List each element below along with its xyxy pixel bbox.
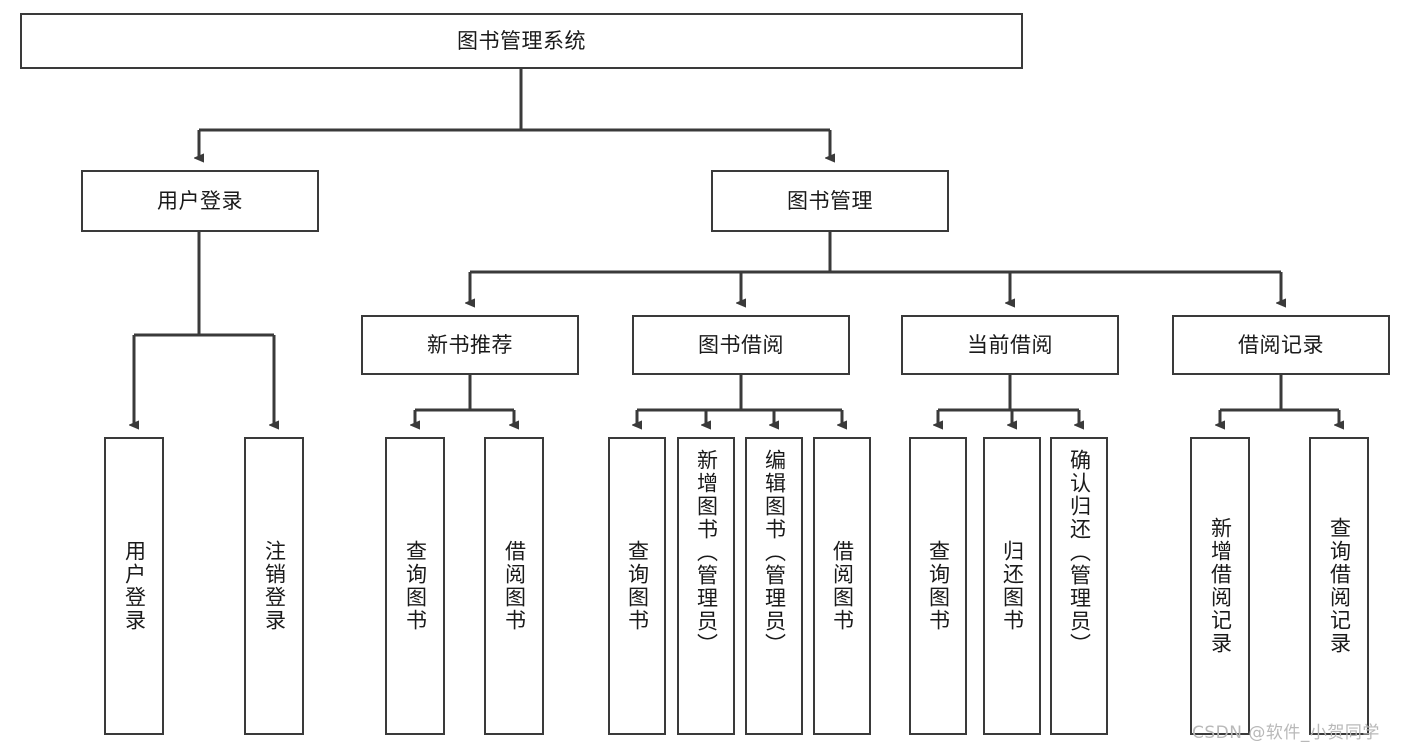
- node-user-login[interactable]: 用户登录: [81, 170, 319, 232]
- node-new-book-rec-label: 新书推荐: [427, 332, 513, 357]
- node-leaf-edit-book[interactable]: 编辑图书（管理员）: [745, 437, 803, 735]
- node-current-borrow-label: 当前借阅: [967, 332, 1053, 357]
- node-leaf-query-book-current[interactable]: 查询图书: [909, 437, 967, 735]
- node-leaf-user-logout[interactable]: 注销登录: [244, 437, 304, 735]
- node-leaf-return-book[interactable]: 归还图书: [983, 437, 1041, 735]
- node-leaf-borrow-book-rec-label: 借阅图书: [502, 540, 527, 632]
- node-leaf-user-login-label: 用户登录: [122, 540, 147, 632]
- node-leaf-query-book-borrow-label: 查询图书: [625, 540, 650, 632]
- node-leaf-query-book-borrow[interactable]: 查询图书: [608, 437, 666, 735]
- node-leaf-borrow-book-label: 借阅图书: [830, 540, 855, 632]
- node-leaf-return-book-label: 归还图书: [1000, 540, 1025, 632]
- node-current-borrow[interactable]: 当前借阅: [901, 315, 1119, 375]
- node-leaf-query-record-label: 查询借阅记录: [1327, 517, 1352, 655]
- node-root-label: 图书管理系统: [457, 28, 586, 53]
- node-leaf-add-record[interactable]: 新增借阅记录: [1190, 437, 1250, 735]
- node-leaf-user-login[interactable]: 用户登录: [104, 437, 164, 735]
- node-leaf-query-book-current-label: 查询图书: [926, 540, 951, 632]
- node-leaf-confirm-return-label: 确认归还（管理员）: [1067, 449, 1092, 656]
- node-book-borrow-label: 图书借阅: [698, 332, 784, 357]
- node-new-book-rec[interactable]: 新书推荐: [361, 315, 579, 375]
- node-leaf-query-record[interactable]: 查询借阅记录: [1309, 437, 1369, 735]
- node-leaf-edit-book-label: 编辑图书（管理员）: [762, 449, 787, 656]
- node-book-borrow[interactable]: 图书借阅: [632, 315, 850, 375]
- node-leaf-user-logout-label: 注销登录: [262, 540, 287, 632]
- node-user-login-label: 用户登录: [157, 188, 243, 213]
- node-leaf-borrow-book[interactable]: 借阅图书: [813, 437, 871, 735]
- node-leaf-add-book[interactable]: 新增图书（管理员）: [677, 437, 735, 735]
- node-leaf-add-book-label: 新增图书（管理员）: [694, 449, 719, 656]
- node-leaf-borrow-book-rec[interactable]: 借阅图书: [484, 437, 544, 735]
- node-leaf-confirm-return[interactable]: 确认归还（管理员）: [1050, 437, 1108, 735]
- node-borrow-record-label: 借阅记录: [1238, 332, 1324, 357]
- node-root[interactable]: 图书管理系统: [20, 13, 1023, 69]
- node-borrow-record[interactable]: 借阅记录: [1172, 315, 1390, 375]
- node-book-manage[interactable]: 图书管理: [711, 170, 949, 232]
- node-leaf-query-book-rec-label: 查询图书: [403, 540, 428, 632]
- node-leaf-add-record-label: 新增借阅记录: [1208, 517, 1233, 655]
- node-leaf-query-book-rec[interactable]: 查询图书: [385, 437, 445, 735]
- csdn-watermark: CSDN @软件_小贺同学: [1192, 723, 1380, 743]
- node-book-manage-label: 图书管理: [787, 188, 873, 213]
